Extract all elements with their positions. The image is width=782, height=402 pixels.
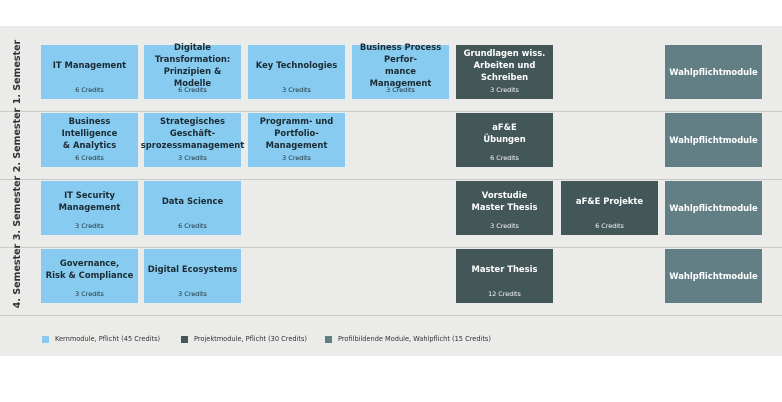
module-title: Data Science <box>161 196 224 206</box>
module-title: Digitale Transformation: Prinzipien & Mo… <box>154 42 231 88</box>
module-box-kern: Digitale Transformation: Prinzipien & Mo… <box>144 42 241 99</box>
module-credits: 3 Credits <box>490 222 519 230</box>
module-credits: 3 Credits <box>282 154 311 162</box>
module-credits: 6 Credits <box>75 86 104 94</box>
module-title: Master Thesis <box>471 264 538 274</box>
semester-divider <box>0 247 782 248</box>
module-title: Wahlpflichtmodule <box>669 271 758 281</box>
module-box-kern: Key Technologies 3 Credits <box>248 45 345 99</box>
semester-divider <box>0 111 782 112</box>
module-box-wahl: Wahlpflichtmodule <box>665 45 762 99</box>
module-title: Business Intelligence & Analytics <box>61 116 118 150</box>
module-box-kern: Programm- und Portfolio-Management 3 Cred… <box>248 113 345 167</box>
legend-item-wahl: Profilbildende Module, Wahlpflicht (15 C… <box>325 334 491 344</box>
semester-divider <box>0 179 782 180</box>
module-credits: 3 Credits <box>178 154 207 162</box>
module-credits: 3 Credits <box>178 290 207 298</box>
legend-label: Projektmodule, Pflicht (30 Credits) <box>194 335 307 343</box>
module-box-kern: IT Security Management 3 Credits <box>41 181 138 235</box>
module-box-projekt: aF&E Übungen 6 Credits <box>456 113 553 167</box>
module-box-kern: Digital Ecosystems 3 Credits <box>144 249 241 303</box>
module-box-kern: Governance, Risk & Compliance 3 Credits <box>41 249 138 303</box>
module-credits: 6 Credits <box>490 154 519 162</box>
semester-label: 2. Semester <box>12 107 23 173</box>
module-box-projekt: Master Thesis 12 Credits <box>456 249 553 303</box>
legend-label: Profilbildende Module, Wahlpflicht (15 C… <box>338 335 491 343</box>
module-credits: 6 Credits <box>75 154 104 162</box>
legend-swatch <box>181 335 188 343</box>
semester-label: 3. Semester <box>12 175 23 241</box>
module-box-projekt: Vorstudie Master Thesis 3 Credits <box>456 181 553 235</box>
module-credits: 3 Credits <box>75 222 104 230</box>
module-box-kern: Business Process Perfor- mance Managemen… <box>352 42 449 99</box>
module-title: Strategisches Geschäft- sprozessmanageme… <box>140 116 245 150</box>
legend-item-projekt: Projektmodule, Pflicht (30 Credits) <box>181 334 307 344</box>
module-credits: 3 Credits <box>490 86 519 94</box>
module-box-projekt: aF&E Projekte 6 Credits <box>561 181 658 235</box>
module-title: aF&E Projekte <box>575 196 644 206</box>
module-title: Wahlpflichtmodule <box>669 203 758 213</box>
module-box-kern: Strategisches Geschäft- sprozessmanageme… <box>140 113 245 167</box>
module-box-wahl: Wahlpflichtmodule <box>665 181 762 235</box>
legend-item-kern: Kernmodule, Pflicht (45 Credits) <box>42 334 160 344</box>
semester-label: 1. Semester <box>12 39 23 105</box>
module-title: Key Technologies <box>255 60 338 70</box>
module-box-kern: IT Management 6 Credits <box>41 45 138 99</box>
legend-swatch <box>325 335 332 343</box>
module-title: Grundlagen wiss. Arbeiten und Schreiben <box>463 48 546 82</box>
module-credits: 3 Credits <box>386 86 415 94</box>
module-title: Governance, Risk & Compliance <box>45 258 134 280</box>
module-box-projekt: Grundlagen wiss. Arbeiten und Schreiben 3… <box>456 45 553 99</box>
module-title: Programm- und Portfolio-Management <box>259 116 334 150</box>
module-credits: 3 Credits <box>282 86 311 94</box>
legend-label: Kernmodule, Pflicht (45 Credits) <box>55 335 161 343</box>
module-box-wahl: Wahlpflichtmodule <box>665 249 762 303</box>
module-title: aF&E Übungen <box>483 122 526 144</box>
module-credits: 6 Credits <box>178 86 207 94</box>
module-title: Business Process Perfor- mance Managemen… <box>359 42 442 88</box>
module-credits: 3 Credits <box>75 290 104 298</box>
semester-divider <box>0 315 782 316</box>
semester-label: 4. Semester <box>12 243 23 309</box>
module-credits: 6 Credits <box>178 222 207 230</box>
module-title: IT Management <box>52 60 127 70</box>
legend-swatch <box>42 335 49 343</box>
module-title: Wahlpflichtmodule <box>669 67 758 77</box>
module-title: Vorstudie Master Thesis <box>471 190 538 212</box>
module-credits: 6 Credits <box>595 222 624 230</box>
module-title: Digital Ecosystems <box>147 264 238 274</box>
module-title: Wahlpflichtmodule <box>669 135 758 145</box>
module-box-kern: Data Science 6 Credits <box>144 181 241 235</box>
module-credits: 12 Credits <box>488 290 521 298</box>
module-title: IT Security Management <box>58 190 121 212</box>
module-box-kern: Business Intelligence & Analytics 6 Credi… <box>41 113 138 167</box>
module-box-wahl: Wahlpflichtmodule <box>665 113 762 167</box>
